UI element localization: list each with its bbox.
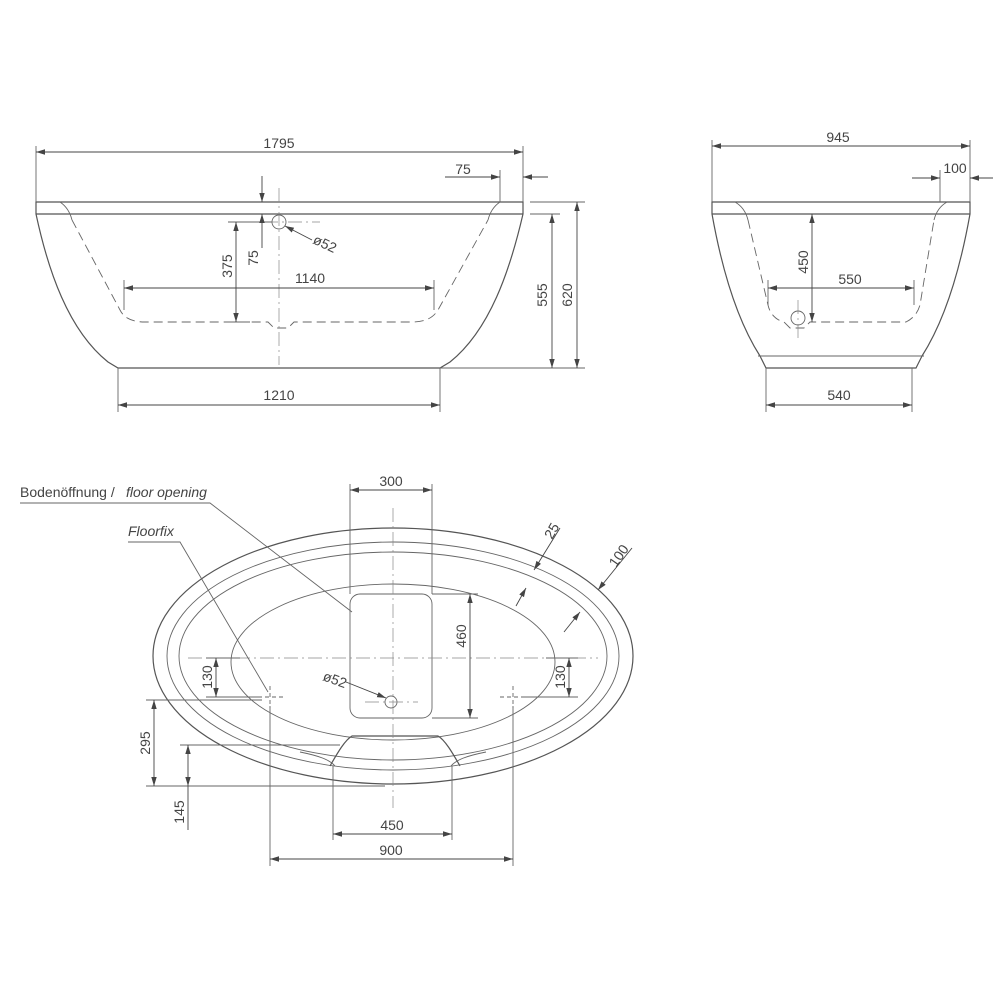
side-view: 1795 75 ø52 375 75 1140 555 620 — [35, 135, 585, 412]
dim-side-inner-height: 555 — [534, 283, 550, 307]
label-floor-opening-de: Bodenöffnung / — [20, 484, 115, 500]
top-floor-opening — [349, 593, 433, 719]
front-view: 945 100 450 550 540 — [711, 129, 993, 412]
dim-side-length: 1795 — [263, 135, 294, 151]
leader-floor-opening — [20, 502, 353, 613]
side-rim-edge-left — [59, 201, 73, 221]
dim-top-drain-diameter: ø52 — [321, 668, 349, 691]
dim-top-rim-large: 100 — [605, 541, 632, 569]
dim-side-total-height: 620 — [559, 283, 575, 307]
dim-side-drain-diameter: ø52 — [311, 231, 340, 256]
dim-top-floorfix-inner: 450 — [380, 817, 404, 833]
label-floor-opening-en: floor opening — [126, 484, 207, 500]
dim-top-offset-145: 145 — [171, 800, 187, 824]
top-view: ø52 300 460 25 100 130 — [20, 473, 634, 866]
dim-side-drain-height: 375 — [219, 254, 235, 278]
side-view-outline — [35, 201, 524, 369]
dim-front-base-width: 540 — [827, 387, 851, 403]
dim-side-drain-offset: 75 — [245, 250, 261, 266]
front-view-outline — [711, 201, 971, 369]
dim-front-rim-offset: 100 — [943, 160, 967, 176]
side-inner-basin — [71, 219, 489, 329]
dim-side-rim-offset: 75 — [455, 161, 471, 177]
dim-top-offset-295: 295 — [137, 731, 153, 755]
dim-side-base-length: 1210 — [263, 387, 294, 403]
dim-front-inner-width: 550 — [838, 271, 862, 287]
dim-top-rim-small: 25 — [541, 520, 563, 542]
label-floorfix: Floorfix — [128, 523, 175, 539]
dim-top-floorfix-right: 130 — [552, 665, 568, 689]
dim-top-opening-length: 460 — [453, 624, 469, 648]
top-backrest — [329, 735, 461, 767]
front-inner-basin — [747, 219, 935, 329]
dim-top-floorfix-left: 130 — [199, 665, 215, 689]
leader-floorfix — [128, 541, 269, 693]
dim-top-opening-width: 300 — [379, 473, 403, 489]
dim-front-inner-depth: 450 — [795, 250, 811, 274]
dim-top-floorfix-outer: 900 — [379, 842, 403, 858]
floorfix-marker-left — [258, 686, 286, 708]
side-rim-edge-right — [487, 201, 501, 221]
dim-side-inner-length: 1140 — [295, 270, 325, 286]
dim-front-width: 945 — [826, 129, 850, 145]
